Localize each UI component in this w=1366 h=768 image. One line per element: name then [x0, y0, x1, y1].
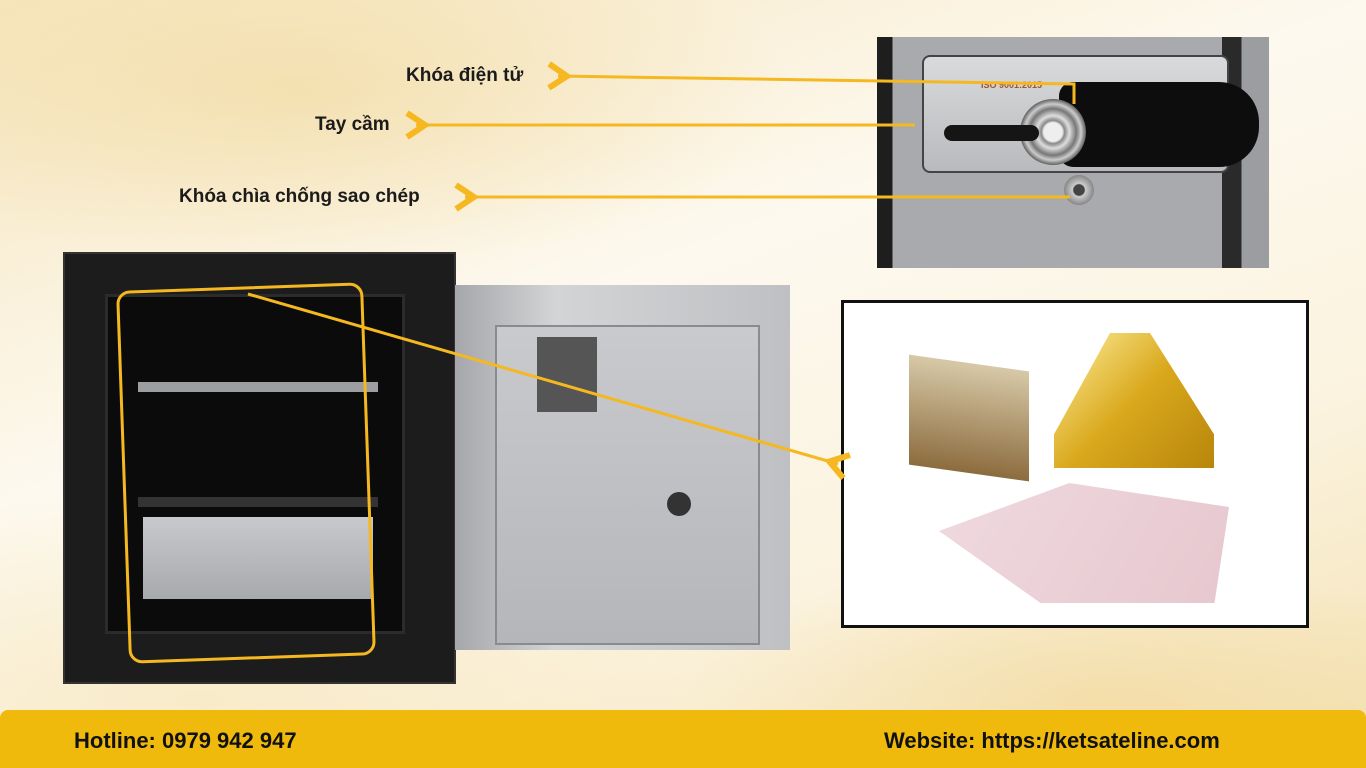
safe-door-photo — [455, 285, 790, 650]
control-panel: ISO 9001:2015 — [922, 55, 1259, 173]
book-safe-image — [909, 354, 1029, 482]
label-anti-copy-key-lock: Khóa chìa chống sao chép — [179, 186, 420, 207]
key-lock — [1064, 175, 1094, 205]
documents-image — [939, 483, 1229, 603]
door-display — [537, 337, 597, 412]
door-lock-hole — [667, 492, 691, 516]
door-plate — [495, 325, 760, 645]
valuables-image-box — [841, 300, 1309, 628]
handle-bar — [944, 125, 1039, 141]
safe-control-panel-photo: ISO 9001:2015 — [877, 37, 1269, 268]
electronic-keypad — [1059, 82, 1259, 167]
lower-shelf — [138, 497, 378, 507]
safe-body-photo — [63, 252, 456, 684]
iso-marking: ISO 9001:2015 — [981, 80, 1043, 90]
gold-bars-image — [1054, 333, 1214, 468]
label-handle: Tay cầm — [315, 114, 390, 135]
safe-interior — [105, 294, 405, 634]
label-electronic-lock: Khóa điện tử — [406, 65, 524, 86]
upper-shelf — [138, 382, 378, 392]
footer-bar: Hotline: 0979 942 947 Website: https://k… — [0, 710, 1366, 768]
website-link[interactable]: Website: https://ketsateline.com — [884, 728, 1220, 753]
hotline-text: Hotline: 0979 942 947 — [74, 728, 297, 753]
internal-drawer — [143, 517, 373, 599]
